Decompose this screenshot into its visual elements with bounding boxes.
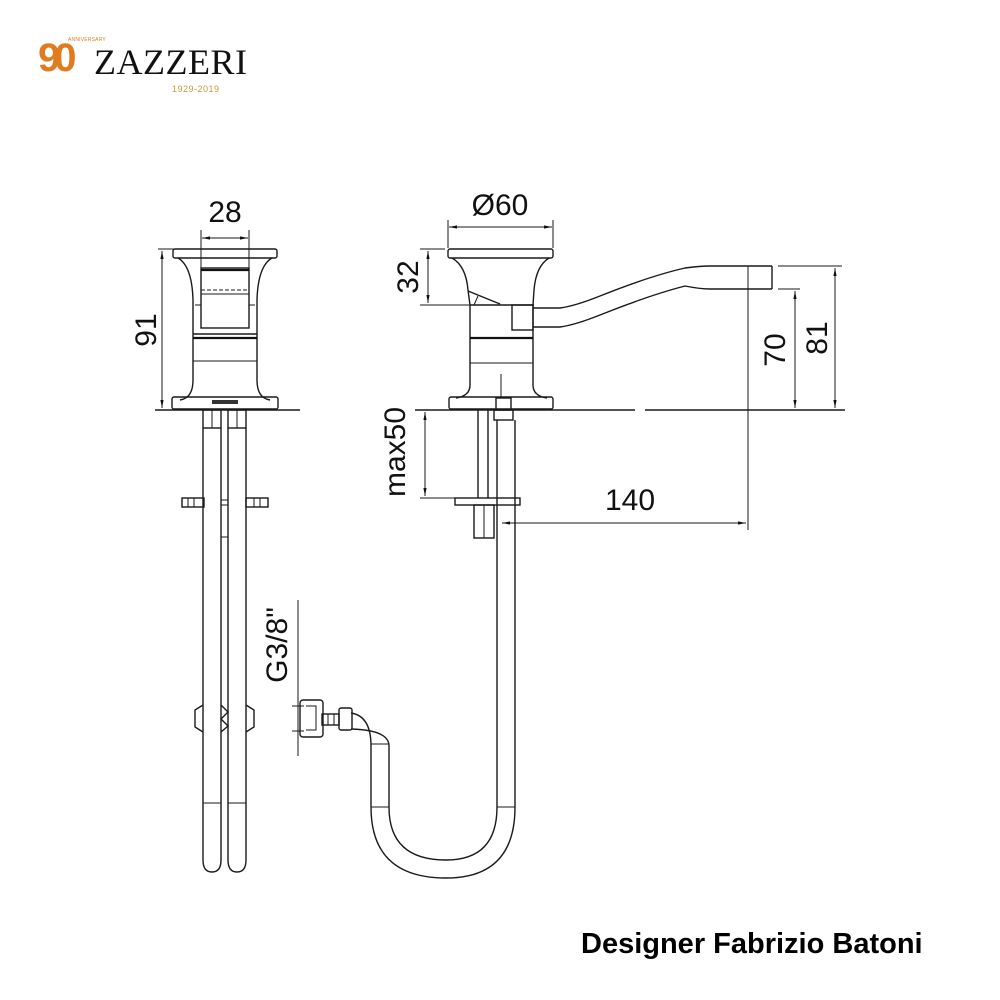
dim-spout-height-70: 70 [759,333,792,366]
dim-width-28: 28 [208,196,241,229]
brand-years: 1929-2019 [172,84,220,94]
anniversary-number: 90 [38,36,76,80]
anniversary-label: ANNIVERSARY [68,37,106,43]
dim-deck-thickness-max50: max50 [379,407,412,497]
dim-connection-g3-8: G3/8" [261,607,294,683]
designer-credit: Designer Fabrizio Batoni [581,928,923,960]
brand-stamp [212,400,238,404]
brand-name: ZAZZERI [94,42,248,82]
front-view: 28 91 [130,196,300,873]
dim-spout-height-81: 81 [801,321,834,354]
zazzeri-logo: 90 ANNIVERSARY ZAZZERI 1929-2019 [38,36,288,98]
dim-diameter-60: Ø60 [472,189,529,222]
dim-height-91: 91 [130,313,163,346]
dim-handle-height-32: 32 [392,260,425,293]
side-view: Ø60 32 70 81 max50 140 [261,189,845,879]
dim-spout-reach-140: 140 [605,484,655,517]
